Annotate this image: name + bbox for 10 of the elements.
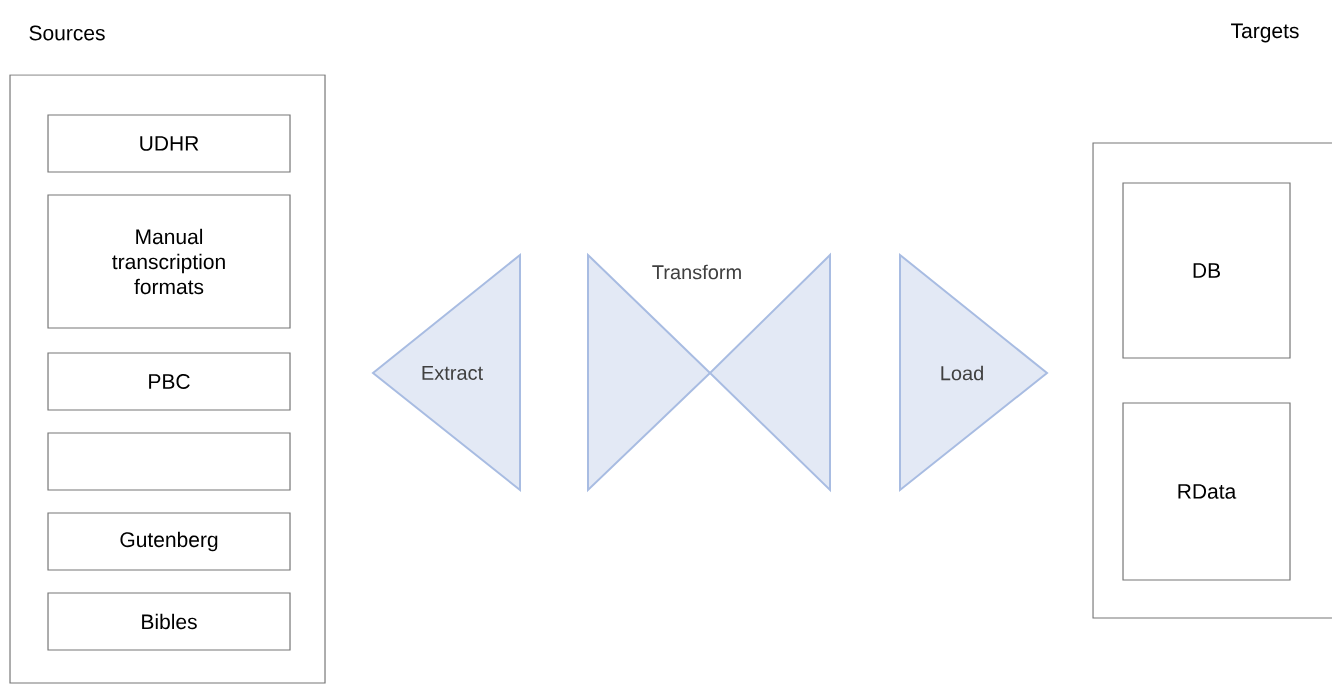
source-box: Gutenberg xyxy=(47,512,291,571)
source-box: DB xyxy=(1122,182,1291,359)
source-box: Manual transcription formats xyxy=(47,194,291,329)
source-box: PBC xyxy=(47,352,291,411)
heading: Targets xyxy=(1231,23,1299,43)
heading: Sources xyxy=(29,25,105,41)
source-box: Bibles xyxy=(47,592,291,651)
source-box: RData xyxy=(1122,402,1291,581)
source-box xyxy=(47,432,291,491)
source-box: UDHR xyxy=(47,114,291,173)
